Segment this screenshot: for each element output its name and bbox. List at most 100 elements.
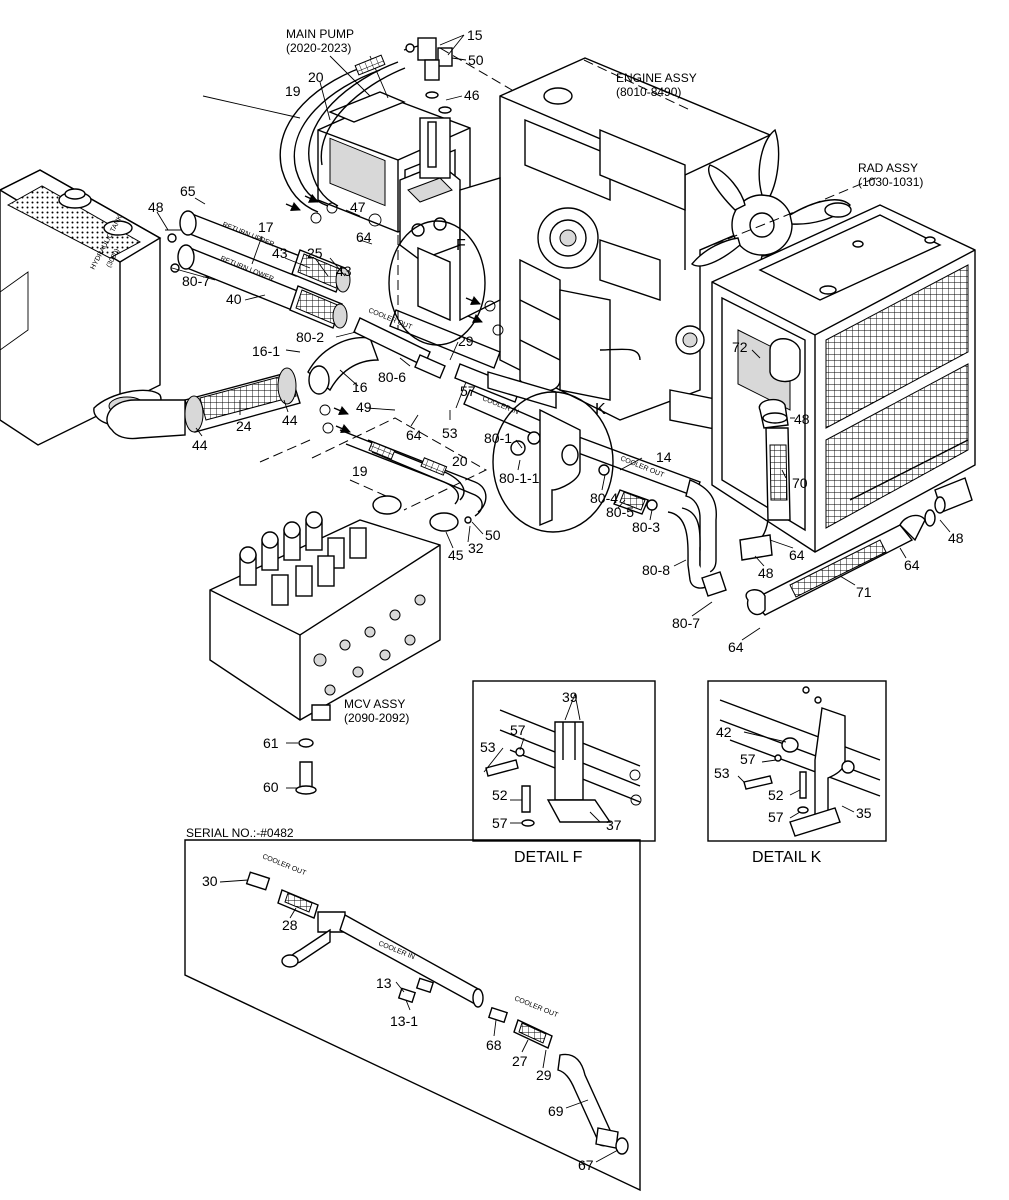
callout-48c: 48 [758, 565, 774, 581]
detail-k-callout-35: 35 [856, 805, 872, 821]
detail-f-callout-57: 57 [510, 722, 526, 738]
callout-24: 24 [236, 418, 252, 434]
engine [459, 57, 771, 431]
callout-44: 44 [192, 437, 208, 453]
engine-ref: (8010-8490) [616, 85, 681, 99]
mcv-hoses-19-20 [339, 429, 487, 517]
main-pump-label: MAIN PUMP [286, 27, 354, 41]
main-pump-ref: (2020-2023) [286, 41, 351, 55]
callout-48: 48 [148, 199, 164, 215]
radiator-ref: (1030-1031) [858, 175, 923, 189]
serial-callout-28: 28 [282, 917, 298, 933]
callout-29: 29 [458, 333, 474, 349]
callout-70: 70 [792, 475, 808, 491]
callout-80-3: 80-3 [632, 519, 660, 535]
cooler-pipes [353, 309, 727, 597]
detail-k-callout-52: 52 [768, 787, 784, 803]
detail-k-callout-circle [492, 391, 614, 533]
detail-f-ref: F [456, 237, 466, 254]
flow-arrows [285, 193, 504, 434]
callout-25: 25 [307, 245, 323, 261]
callout-19: 19 [285, 83, 301, 99]
serial-callout-13: 13 [376, 975, 392, 991]
callout-40: 40 [226, 291, 242, 307]
callout-50b: 50 [485, 527, 501, 543]
callout-80-6: 80-6 [378, 369, 406, 385]
detail-k-callout-42: 42 [716, 724, 732, 740]
detail-k-ref: K [595, 401, 606, 418]
detail-k-callout-57: 57 [740, 751, 756, 767]
detail-k-title: DETAIL K [752, 849, 822, 866]
callout-45: 45 [448, 547, 464, 563]
callout-80-7b: 80-7 [672, 615, 700, 631]
detail-f-callout-39: 39 [562, 689, 578, 705]
callout-64: 64 [356, 229, 372, 245]
callout-72: 72 [732, 339, 748, 355]
callout-64e: 64 [728, 639, 744, 655]
serial-callout-67: 67 [578, 1157, 594, 1173]
leader-lines [156, 34, 951, 1163]
callout-16: 16 [352, 379, 368, 395]
serial-callout-68: 68 [486, 1037, 502, 1053]
serial-cooler-out-label-b: COOLER OUT [513, 995, 559, 1019]
serial-callout-30: 30 [202, 873, 218, 889]
callout-15: 15 [467, 27, 483, 43]
callout-49: 49 [356, 399, 372, 415]
callout-50: 50 [468, 52, 484, 68]
serial-callout-27: 27 [512, 1053, 528, 1069]
detail-k-box [707, 680, 887, 842]
suction-hose-24 [106, 336, 379, 440]
callout-16-1: 16-1 [252, 343, 280, 359]
callout-48b: 48 [794, 411, 810, 427]
callout-80-7: 80-7 [182, 273, 210, 289]
detail-f-title: DETAIL F [514, 849, 583, 866]
callout-20: 20 [308, 69, 324, 85]
callout-43: 43 [272, 245, 288, 261]
callout-64b: 64 [406, 427, 422, 443]
serial-callout-29: 29 [536, 1067, 552, 1083]
detail-f-callout-53: 53 [480, 739, 496, 755]
fittings-15-50-46 [403, 37, 453, 179]
callout-32: 32 [468, 540, 484, 556]
callout-19b: 19 [352, 463, 368, 479]
callout-64c: 64 [789, 547, 805, 563]
callout-60: 60 [263, 779, 279, 795]
detail-k-callout-57b: 57 [768, 809, 784, 825]
serial-callout-69: 69 [548, 1103, 564, 1119]
detail-f-callout-37: 37 [606, 817, 622, 833]
callout-64d: 64 [904, 557, 920, 573]
callout-17: 17 [258, 219, 274, 235]
callout-14: 14 [656, 449, 672, 465]
radiator-hoses [739, 338, 973, 616]
callout-48d: 48 [948, 530, 964, 546]
mcv-valve [209, 511, 441, 795]
callout-80-4: 80-4 [590, 490, 618, 506]
callout-80-1-1: 80-1-1 [499, 470, 540, 486]
callout-65: 65 [180, 183, 196, 199]
engine-label: ENGINE ASSY [616, 71, 697, 85]
callout-20b: 20 [452, 453, 468, 469]
detail-f-callout-circle [388, 220, 486, 346]
mcv-ref: (2090-2092) [344, 711, 409, 725]
callout-43b: 43 [336, 263, 352, 279]
radiator-label: RAD ASSY [858, 161, 918, 175]
serial-label: SERIAL NO.:-#0482 [186, 826, 294, 840]
detail-f-callout-52: 52 [492, 787, 508, 803]
callout-80-1: 80-1 [484, 430, 512, 446]
detail-f-callout-57b: 57 [492, 815, 508, 831]
callout-47: 47 [350, 199, 366, 215]
mcv-label: MCV ASSY [344, 697, 405, 711]
serial-section-parts [245, 871, 629, 1155]
callout-80-2: 80-2 [296, 329, 324, 345]
callout-61: 61 [263, 735, 279, 751]
detail-k-callout-53: 53 [714, 765, 730, 781]
callout-numbers: 15 50 46 19 20 47 65 48 17 64 43 25 43 8… [148, 27, 964, 1173]
return-pipes [165, 210, 351, 329]
callout-71: 71 [856, 584, 872, 600]
serial-cooler-out-label-a: COOLER OUT [261, 853, 307, 877]
serial-section-outline [184, 839, 641, 1192]
callout-53: 53 [442, 425, 458, 441]
callout-57: 57 [460, 383, 476, 399]
serial-callout-13-1: 13-1 [390, 1013, 418, 1029]
